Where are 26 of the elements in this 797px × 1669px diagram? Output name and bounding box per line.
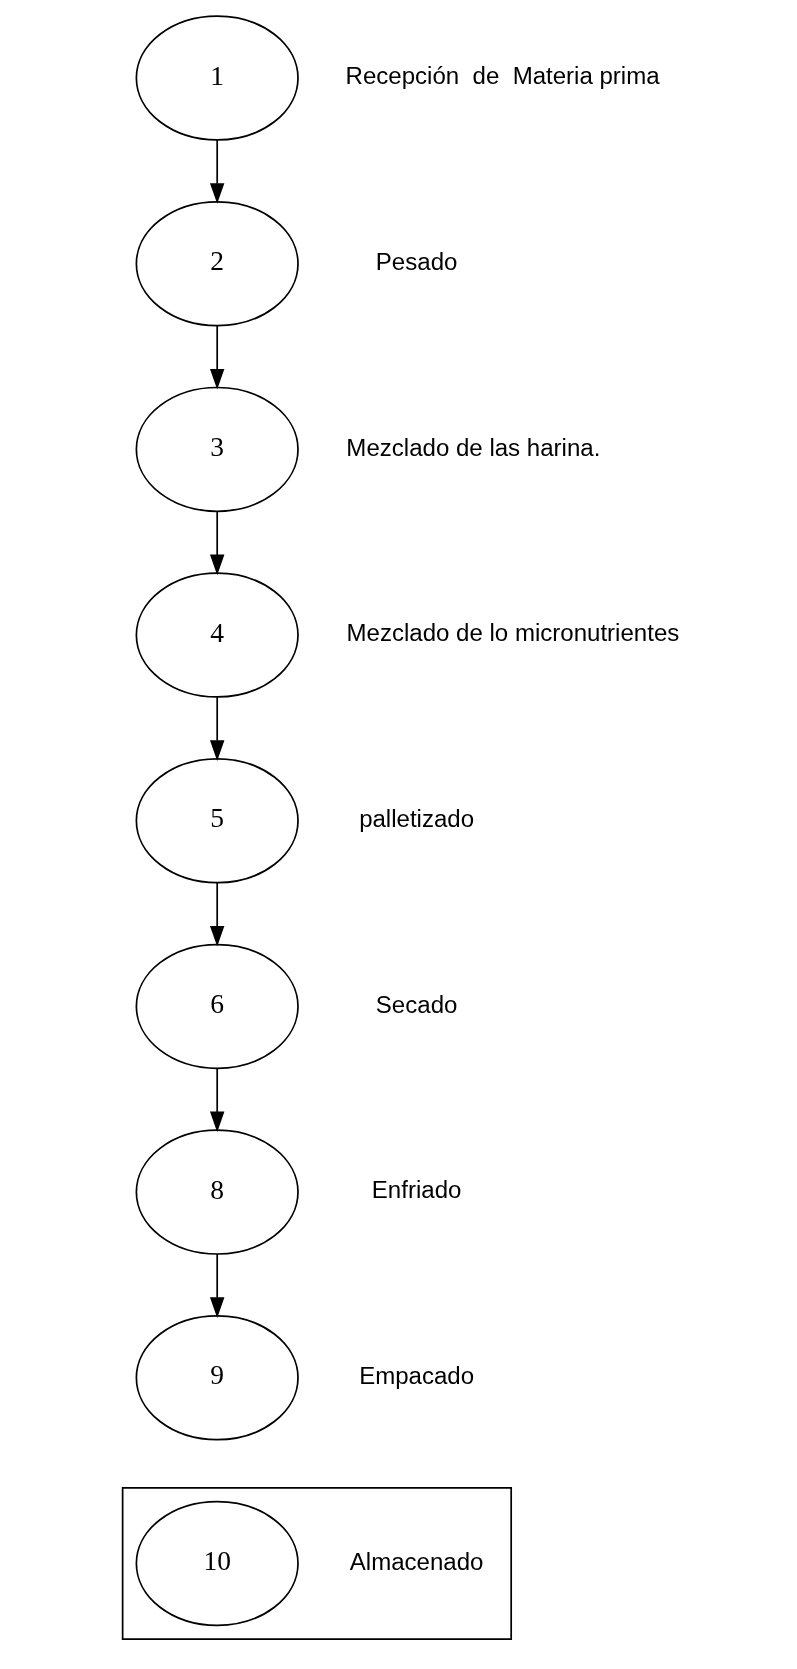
arrow [209, 1067, 224, 1133]
node-label: Recepción de Materia prima [345, 62, 660, 90]
node-ellipse: 8 [135, 1129, 299, 1255]
arrow [209, 139, 224, 204]
arrow [209, 324, 224, 390]
node-ellipse: 6 [135, 943, 299, 1070]
node-ellipse: 2 [135, 200, 299, 327]
node-label: Mezclado de lo micronutrientes [345, 619, 679, 647]
node-label: palletizado [358, 805, 474, 833]
node-label: Pesado [375, 248, 457, 276]
node-ellipse: 3 [135, 386, 299, 513]
node-label: Empacado [358, 1362, 474, 1390]
node-ellipse: 5 [135, 758, 299, 884]
node-label: Mezclado de las harina. [345, 433, 600, 461]
node-ellipse: 10 [135, 1500, 299, 1627]
node-ellipse: 1 [135, 15, 299, 141]
node-ellipse: 9 [135, 1315, 299, 1441]
node-label: Enfriado [371, 1176, 461, 1204]
arrow [209, 881, 224, 947]
arrow [209, 1253, 224, 1318]
arrow [209, 696, 224, 761]
arrow [209, 510, 224, 576]
node-label: Almacenado [349, 1547, 483, 1575]
node-label: Secado [375, 990, 457, 1018]
cluster [121, 1486, 512, 1640]
node-ellipse: 4 [135, 572, 299, 698]
